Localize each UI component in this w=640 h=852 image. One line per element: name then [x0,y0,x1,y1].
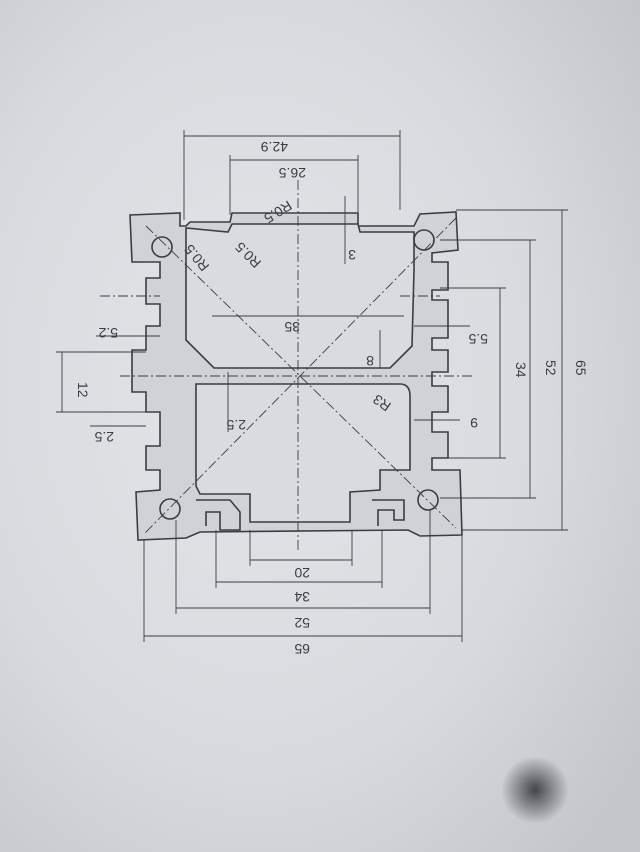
hole-bottom-right [417,489,439,511]
label-52-bottom: 52 [294,615,310,631]
upper-cavity [185,223,415,369]
label-9: 9 [470,415,478,431]
bottom-right-slot [372,499,405,526]
label-20: 20 [294,565,310,581]
label-2-5-left: 2.5 [94,429,114,445]
label-34-bottom: 34 [294,589,310,605]
label-5-5: 5.5 [468,331,488,347]
hole-bottom-left [159,498,181,520]
lower-cavity [195,383,411,523]
aluminium-profile-drawing [100,180,472,552]
label-5-2: 5.2 [98,325,118,341]
label-3: 3 [348,247,356,263]
shadow-smudge [501,756,569,824]
dimension-lines [56,130,568,642]
label-52-right: 52 [543,360,559,376]
label-34-right: 34 [513,362,529,378]
label-42-9: 42.9 [261,139,288,155]
label-65-right: 65 [573,360,589,376]
label-65-bottom: 65 [294,641,310,657]
label-8: 8 [366,353,374,369]
diagonal-line-a [145,225,457,529]
diagonal-line-b [143,217,457,535]
hole-top-left [151,236,173,258]
label-26-5: 26.5 [279,165,306,181]
label-2-5-inner: 2.5 [226,417,246,433]
bottom-left-slot [196,499,241,531]
label-35: 35 [284,319,300,335]
label-12: 12 [75,382,91,398]
